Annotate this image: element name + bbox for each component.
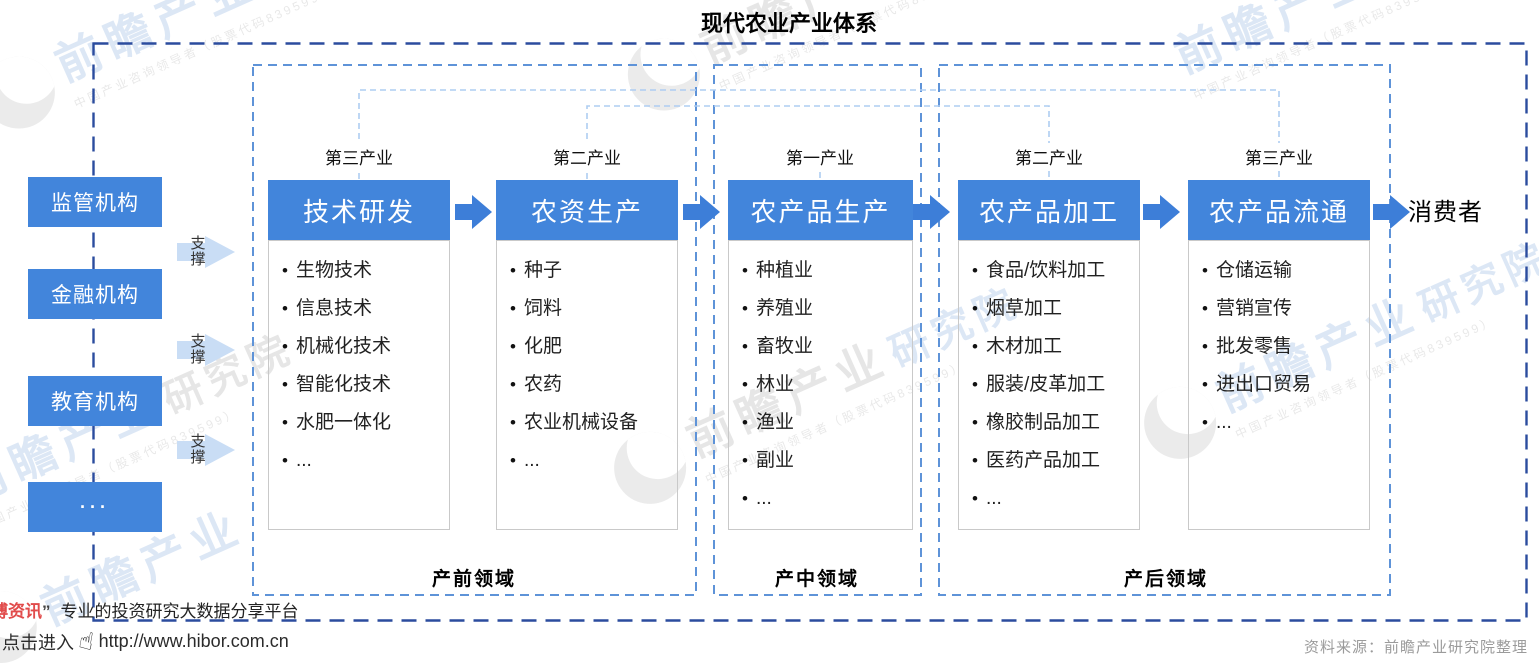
list-item: 畜牧业 [742,330,908,368]
org-box-others: ··· [28,482,162,532]
qianzhan-logo-icon [0,44,67,140]
stage-label-mid: 产中领域 [774,569,859,590]
list-item: 批发零售 [1202,330,1365,368]
industry-label-col1: 第三产业 [299,143,419,170]
list-item: 化肥 [510,330,673,368]
org-box-education: 教育机构 [28,376,162,426]
list-item: ... [510,444,673,482]
list-item: 木材加工 [972,330,1135,368]
column-list-agri-production: 种植业 养殖业 畜牧业 林业 渔业 副业 ... [728,240,913,530]
hand-cursor-icon: ☝ [76,626,96,657]
industry-label-col4: 第二产业 [989,143,1109,170]
list-item: 农药 [510,368,673,406]
watermark: 前瞻产业 中国产业咨询领导者（股票代码839599） [0,0,337,146]
list-item: 林业 [742,368,908,406]
industry-label-col2: 第二产业 [527,143,647,170]
support-arrow-label: 支撑 [190,333,206,366]
list-item: 信息技术 [282,292,445,330]
flow-arrow-icon [455,195,492,229]
list-item: 仓储运输 [1202,254,1365,292]
data-source-note: 资料来源：前瞻产业研究院整理 [1303,639,1528,656]
column-header-agri-production: 农产品生产 [728,180,913,240]
flow-arrow-icon [1143,195,1180,229]
support-arrow-label: 支撑 [190,433,206,466]
hibor-url-link[interactable]: http://www.hibor.com.cn [98,631,289,651]
column-list-agri-processing: 食品/饮料加工 烟草加工 木材加工 服装/皮革加工 橡胶制品加工 医药产品加工 … [958,240,1140,530]
list-item: ... [282,444,445,482]
list-item: 机械化技术 [282,330,445,368]
quote-mark: ” [42,602,51,621]
consumer-label: 消费者 [1408,199,1483,226]
column-header-agri-circulation: 农产品流通 [1188,180,1370,240]
list-item: 水肥一体化 [282,406,445,444]
org-box-financial: 金融机构 [28,269,162,319]
support-arrow: 支撑 [177,434,239,466]
list-item: 烟草加工 [972,292,1135,330]
list-item: 进出口贸易 [1202,368,1365,406]
list-item: 渔业 [742,406,908,444]
list-item: ... [742,482,908,520]
qianzhan-logo-icon [616,26,712,122]
list-item: 医药产品加工 [972,444,1135,482]
footer-platform-line: 博资讯” 专业的投资研究大数据分享平台 [0,597,299,622]
list-item: 养殖业 [742,292,908,330]
list-item: ... [972,482,1135,520]
list-item: 饲料 [510,292,673,330]
list-item: 橡胶制品加工 [972,406,1135,444]
list-item: 种子 [510,254,673,292]
footer-link-line[interactable]: 点击进入 ☝ http://www.hibor.com.cn [2,627,289,656]
list-item: 种植业 [742,254,908,292]
column-list-agri-circulation: 仓储运输 营销宣传 批发零售 进出口贸易 ... [1188,240,1370,530]
hibor-brand-text: 博资讯 [0,602,42,621]
support-arrow-head-icon [205,236,235,268]
click-enter-label[interactable]: 点击进入 [2,632,74,653]
stage-label-pre: 产前领域 [431,569,516,590]
watermark: 前瞻产业 中国产业咨询领导者（股票代码839599） [1167,0,1456,103]
list-item: 食品/饮料加工 [972,254,1135,292]
support-arrow-head-icon [205,334,235,366]
list-item: 服装/皮革加工 [972,368,1135,406]
support-arrow-head-icon [205,434,235,466]
list-item: 副业 [742,444,908,482]
list-item: 生物技术 [282,254,445,292]
flow-arrow-icon [913,195,950,229]
platform-slogan: 专业的投资研究大数据分享平台 [60,602,299,621]
stage-label-post: 产后领域 [1123,569,1208,590]
page-title: 现代农业产业体系 [700,11,877,36]
list-item: 智能化技术 [282,368,445,406]
column-header-tech-rd: 技术研发 [268,180,450,240]
column-list-tech-rd: 生物技术 信息技术 机械化技术 智能化技术 水肥一体化 ... [268,240,450,530]
flow-arrow-icon [1373,195,1410,229]
list-item: ... [1202,406,1365,444]
flow-arrow-icon [683,195,720,229]
list-item: 营销宣传 [1202,292,1365,330]
column-header-agri-materials: 农资生产 [496,180,678,240]
industry-label-col3: 第一产业 [760,143,880,170]
industry-label-col5: 第三产业 [1219,143,1339,170]
list-item: 农业机械设备 [510,406,673,444]
support-arrow: 支撑 [177,236,239,268]
column-header-agri-processing: 农产品加工 [958,180,1140,240]
org-box-regulatory: 监管机构 [28,177,162,227]
column-list-agri-materials: 种子 饲料 化肥 农药 农业机械设备 ... [496,240,678,530]
support-arrow-label: 支撑 [190,235,206,268]
support-arrow: 支撑 [177,334,239,366]
